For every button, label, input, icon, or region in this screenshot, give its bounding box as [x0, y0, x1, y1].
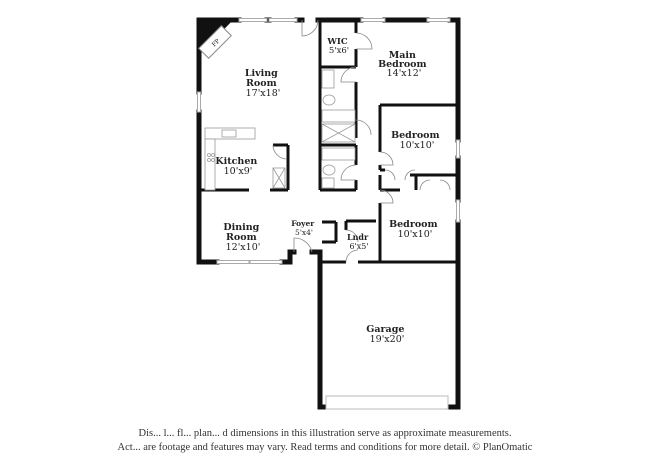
- bedroom-2-label: Bedroom 10'x10': [391, 130, 443, 151]
- laundry-label: Lndr 6'x5': [347, 232, 371, 251]
- room-labels: Living Room 17'x18' Kitchen 10'x9' Dinin…: [215, 37, 443, 345]
- garage-label: Garage 19'x20': [366, 324, 407, 345]
- exterior-walls: [196, 17, 461, 410]
- foyer-label: Foyer 5'x4': [291, 219, 317, 237]
- disclaimer-line-1: Dis... l... fl... plan... d dimensions i…: [138, 428, 512, 439]
- main-bedroom-label: Main Bedroom 14'x12': [378, 50, 430, 79]
- living-room-label: Living Room 17'x18': [245, 68, 281, 99]
- dining-room-label: Dining Room 12'x10': [223, 222, 262, 253]
- bedroom-3-label: Bedroom 10'x10': [389, 219, 441, 240]
- interior-walls: [199, 20, 458, 264]
- doors: [272, 19, 451, 263]
- kitchen-label: Kitchen 10'x9': [215, 156, 260, 177]
- wic-label: WIC 5'x6': [326, 37, 350, 56]
- fireplace-label: FP: [211, 38, 222, 49]
- fixtures: [204, 69, 356, 191]
- disclaimer: Dis... l... fl... plan... d dimensions i…: [0, 427, 650, 455]
- windows: [197, 18, 460, 410]
- fireplace: FP: [198, 25, 232, 59]
- disclaimer-line-2: Act... are footage and features may vary…: [117, 442, 533, 453]
